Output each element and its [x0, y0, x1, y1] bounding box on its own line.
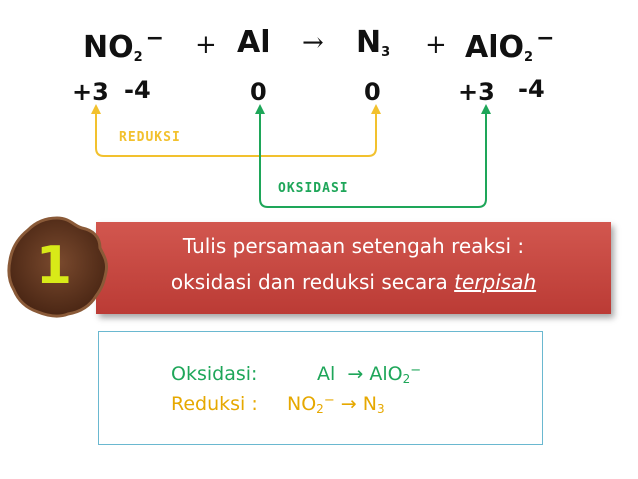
- half-reactions-box: [98, 331, 543, 445]
- oxnum-al: 0: [250, 78, 267, 106]
- reduction-label: REDUKSI: [119, 130, 181, 145]
- reaction-arrow: →: [302, 28, 324, 58]
- oxidation-line: [259, 112, 487, 208]
- step-badge: [7, 216, 108, 318]
- reduction-arrowhead-left: [91, 104, 101, 114]
- oxidation-connector: [259, 112, 487, 208]
- step-number: 1: [35, 236, 73, 296]
- emphasis-word: terpisah: [454, 270, 537, 294]
- oxidation-label: OKSIDASI: [278, 181, 349, 196]
- step-badge-shape: [7, 216, 108, 318]
- reduction-line: [95, 112, 377, 157]
- oxnum-o-in-alo2: -4: [518, 75, 545, 103]
- product-nitrogen: N3: [356, 25, 391, 60]
- reduction-half-reaction: Reduksi :NO2− → N3: [171, 387, 385, 423]
- oxnum-al-in-alo2: +3: [458, 78, 495, 106]
- plus-sign-2: +: [425, 30, 447, 60]
- product-aluminate: AlO2−: [465, 26, 555, 65]
- reactant-aluminium: Al: [237, 25, 271, 60]
- oxnum-n-in-no2: +3: [72, 78, 109, 106]
- instruction-text: Tulis persamaan setengah reaksi : oksida…: [96, 228, 611, 300]
- oxidation-arrowhead-left: [255, 104, 265, 114]
- reactant-nitrite: NO2−: [83, 26, 165, 65]
- instruction-banner: [96, 222, 611, 314]
- oxnum-n3: 0: [364, 78, 381, 106]
- oxnum-o-in-no2: -4: [124, 76, 151, 104]
- reduction-connector: [95, 112, 377, 157]
- oxidation-arrowhead-right: [481, 104, 491, 114]
- reduction-arrowhead-right: [371, 104, 381, 114]
- plus-sign-1: +: [195, 30, 217, 60]
- oxidation-half-reaction: Oksidasi:Al → AlO2−: [171, 357, 421, 393]
- instruction-line-2: oksidasi dan reduksi secara terpisah: [170, 270, 537, 294]
- oxidation-half-label: Oksidasi:: [171, 363, 258, 385]
- reduction-half-label: Reduksi :: [171, 393, 258, 415]
- instruction-line-1: Tulis persamaan setengah reaksi :: [182, 234, 525, 258]
